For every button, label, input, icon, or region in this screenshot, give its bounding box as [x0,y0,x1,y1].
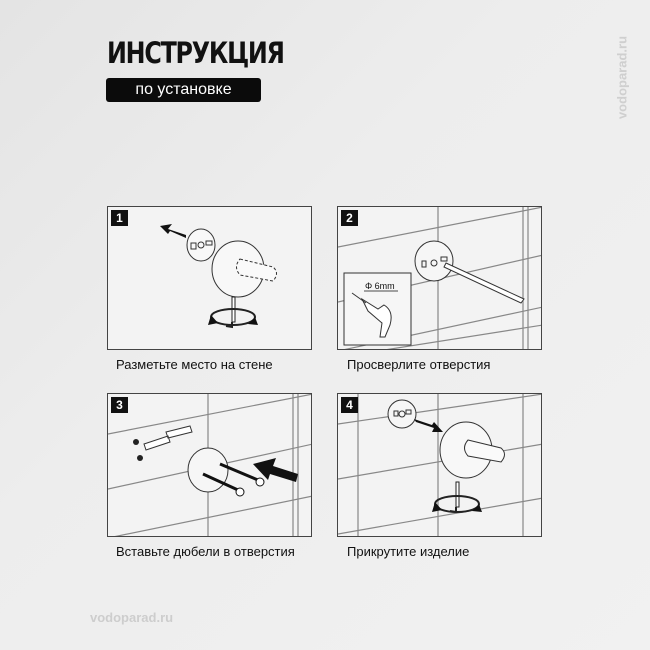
step-1-illustration: 1 [107,206,312,350]
drill-diameter-label: Φ 6mm [365,281,395,291]
step-2-caption: Просверлите отверстия [347,357,491,372]
step-number: 1 [111,210,128,226]
step-1-caption: Разметьте место на стене [116,357,273,372]
step-number: 3 [111,397,128,413]
step-number: 4 [341,397,358,413]
step-4-caption: Прикрутите изделие [347,544,470,559]
arrow-icon [160,224,186,238]
page-subtitle: по установке [106,78,261,102]
step-3-illustration: 3 [107,393,312,537]
watermark-vertical: vodoparad.ru [614,35,630,120]
step-3-caption: Вставьте дюбели в отверстия [116,544,295,559]
arrow-icon [253,458,298,482]
insert-dowels-illustration [108,394,311,536]
step-4-illustration: 4 [337,393,542,537]
mark-wall-illustration [160,224,277,329]
watermark-bottom: vodoparad.ru [90,610,174,625]
mount-product-illustration [338,394,541,536]
step-number: 2 [341,210,358,226]
arrow-icon [414,419,443,432]
step-2-illustration: 2 Φ 6mm [337,206,542,350]
page-title: ИНСТРУКЦИЯ [107,36,285,70]
drill-holes-illustration: Φ 6mm [338,207,541,349]
